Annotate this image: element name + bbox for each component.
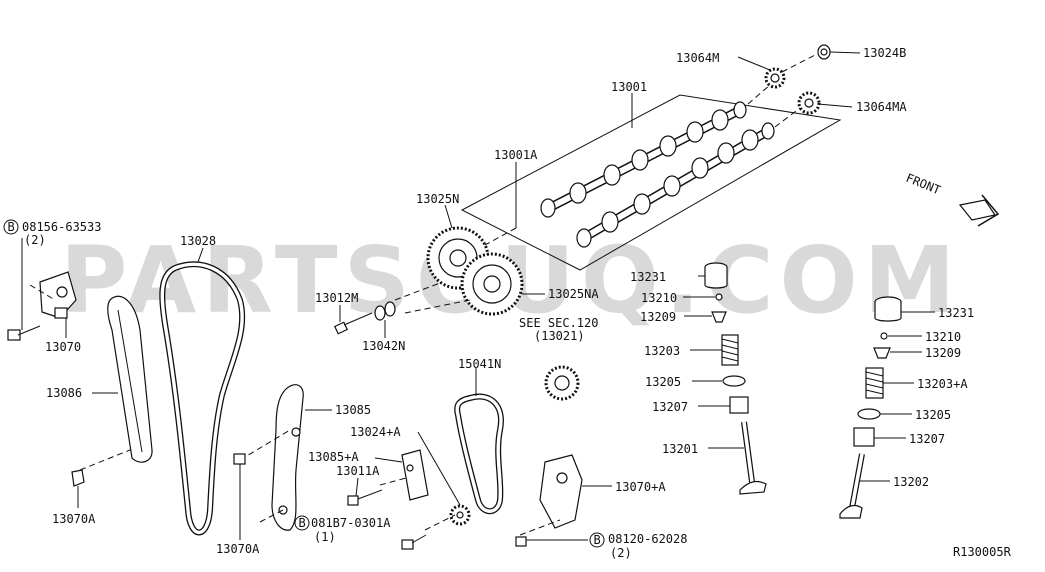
- label-13203: 13203: [644, 344, 680, 358]
- svg-text:B: B: [8, 220, 15, 234]
- bolt-08156-63533[interactable]: [7, 325, 41, 341]
- part-labels: 13064M 13024B 13001 13064MA 13001A 13025…: [22, 46, 1012, 560]
- label-13070A-bottom: 13070A: [216, 542, 260, 556]
- camshaft-upper[interactable]: [540, 101, 747, 218]
- washer-13042N[interactable]: [374, 301, 396, 321]
- label-13202: 13202: [893, 475, 929, 489]
- oil-pump-chain-15041N[interactable]: [454, 393, 504, 515]
- label-13085A: 13085+A: [308, 450, 359, 464]
- label-08156-63533: 08156-63533: [22, 220, 101, 234]
- seat-13205-right[interactable]: [857, 408, 881, 420]
- label-13024B: 13024B: [863, 46, 906, 60]
- label-081B7-0301A: 081B7-0301A: [311, 516, 391, 530]
- label-13064MA: 13064MA: [856, 100, 907, 114]
- sprocket-13064MA[interactable]: [797, 91, 821, 115]
- tensioner-13070[interactable]: [39, 271, 77, 319]
- front-direction-arrow: FRONT: [904, 171, 1000, 227]
- label-08156-qty: (2): [24, 233, 46, 247]
- svg-text:B: B: [594, 533, 601, 547]
- label-08120-62028: 08120-62028: [608, 532, 687, 546]
- chain-guide-13085A[interactable]: [401, 449, 429, 501]
- bolt-13011A[interactable]: [347, 489, 383, 506]
- label-13012M: 13012M: [315, 291, 358, 305]
- label-13205-right: 13205: [915, 408, 951, 422]
- label-13001: 13001: [611, 80, 647, 94]
- label-13070: 13070: [45, 340, 81, 354]
- label-13086: 13086: [46, 386, 82, 400]
- seal-13207-right[interactable]: [853, 427, 875, 447]
- circle-b-marker-2: B: [294, 515, 310, 531]
- timing-chain-13028[interactable]: [159, 261, 246, 536]
- figure-code: R130005R: [953, 545, 1012, 559]
- circle-b-marker-3: B: [589, 532, 605, 548]
- svg-text:B: B: [299, 516, 306, 530]
- tensioner-13070A[interactable]: [539, 454, 583, 529]
- bolt-13012M[interactable]: [333, 312, 373, 335]
- label-081B7-qty: (1): [314, 530, 336, 544]
- lifter-13231-right[interactable]: [874, 296, 902, 322]
- valve-13201[interactable]: [739, 421, 767, 495]
- valve-13202[interactable]: [839, 453, 865, 519]
- label-13070PA: 13070+A: [615, 480, 666, 494]
- label-13070A-left: 13070A: [52, 512, 96, 526]
- camshaft-assembly[interactable]: [460, 84, 842, 271]
- bolt-13070A-bottom[interactable]: [233, 453, 246, 465]
- label-13203A: 13203+A: [917, 377, 968, 391]
- front-label: FRONT: [904, 171, 943, 198]
- circle-b-marker-1: B: [3, 219, 19, 235]
- seal-13024B[interactable]: [817, 44, 831, 60]
- sprocket-13024A[interactable]: [449, 504, 471, 526]
- label-13231-left: 13231: [630, 270, 666, 284]
- label-13209-right: 13209: [925, 346, 961, 360]
- label-13064M: 13064M: [676, 51, 719, 65]
- camshaft-box-outline: [460, 94, 842, 271]
- label-13042N: 13042N: [362, 339, 405, 353]
- label-13207-left: 13207: [652, 400, 688, 414]
- label-13085: 13085: [335, 403, 371, 417]
- bolt-08120-62028[interactable]: [515, 536, 527, 547]
- label-13207-right: 13207: [909, 432, 945, 446]
- label-13210-left: 13210: [641, 291, 677, 305]
- collet-13209-right[interactable]: [873, 347, 891, 359]
- spring-13203[interactable]: [721, 334, 739, 366]
- label-13201: 13201: [662, 442, 698, 456]
- label-13209-left: 13209: [640, 310, 676, 324]
- camshaft-lower[interactable]: [576, 122, 775, 248]
- collet-13209-left[interactable]: [711, 311, 727, 323]
- seat-13205-left[interactable]: [722, 375, 746, 387]
- bolt-081B7-0301A[interactable]: [401, 534, 427, 550]
- label-13231-right: 13231: [938, 306, 974, 320]
- label-15041N: 15041N: [458, 357, 501, 371]
- label-08120-qty: (2): [610, 546, 632, 560]
- label-see-sec: SEE SEC.120: [519, 316, 598, 330]
- label-13011A: 13011A: [336, 464, 380, 478]
- lifter-13231-left[interactable]: [704, 262, 728, 289]
- label-13025N: 13025N: [416, 192, 459, 206]
- chain-guide-13086[interactable]: [107, 295, 153, 463]
- chain-guide-13085[interactable]: [271, 384, 304, 531]
- shim-13210-left[interactable]: [715, 293, 723, 301]
- label-13205-left: 13205: [645, 375, 681, 389]
- spring-13203A[interactable]: [865, 367, 884, 399]
- crank-sprocket-13021[interactable]: [544, 365, 580, 401]
- shim-13210-right[interactable]: [880, 332, 888, 340]
- seal-13207-left[interactable]: [729, 396, 749, 414]
- sprocket-13064M[interactable]: [764, 54, 816, 89]
- label-see-sec-ref: (13021): [534, 329, 585, 343]
- bolt-13070A-left[interactable]: [71, 469, 85, 487]
- label-13024A: 13024+A: [350, 425, 401, 439]
- label-13025NA: 13025NA: [548, 287, 599, 301]
- label-13001A: 13001A: [494, 148, 538, 162]
- label-13210-right: 13210: [925, 330, 961, 344]
- vtc-sprocket-13025NA[interactable]: [460, 252, 524, 316]
- label-13028: 13028: [180, 234, 216, 248]
